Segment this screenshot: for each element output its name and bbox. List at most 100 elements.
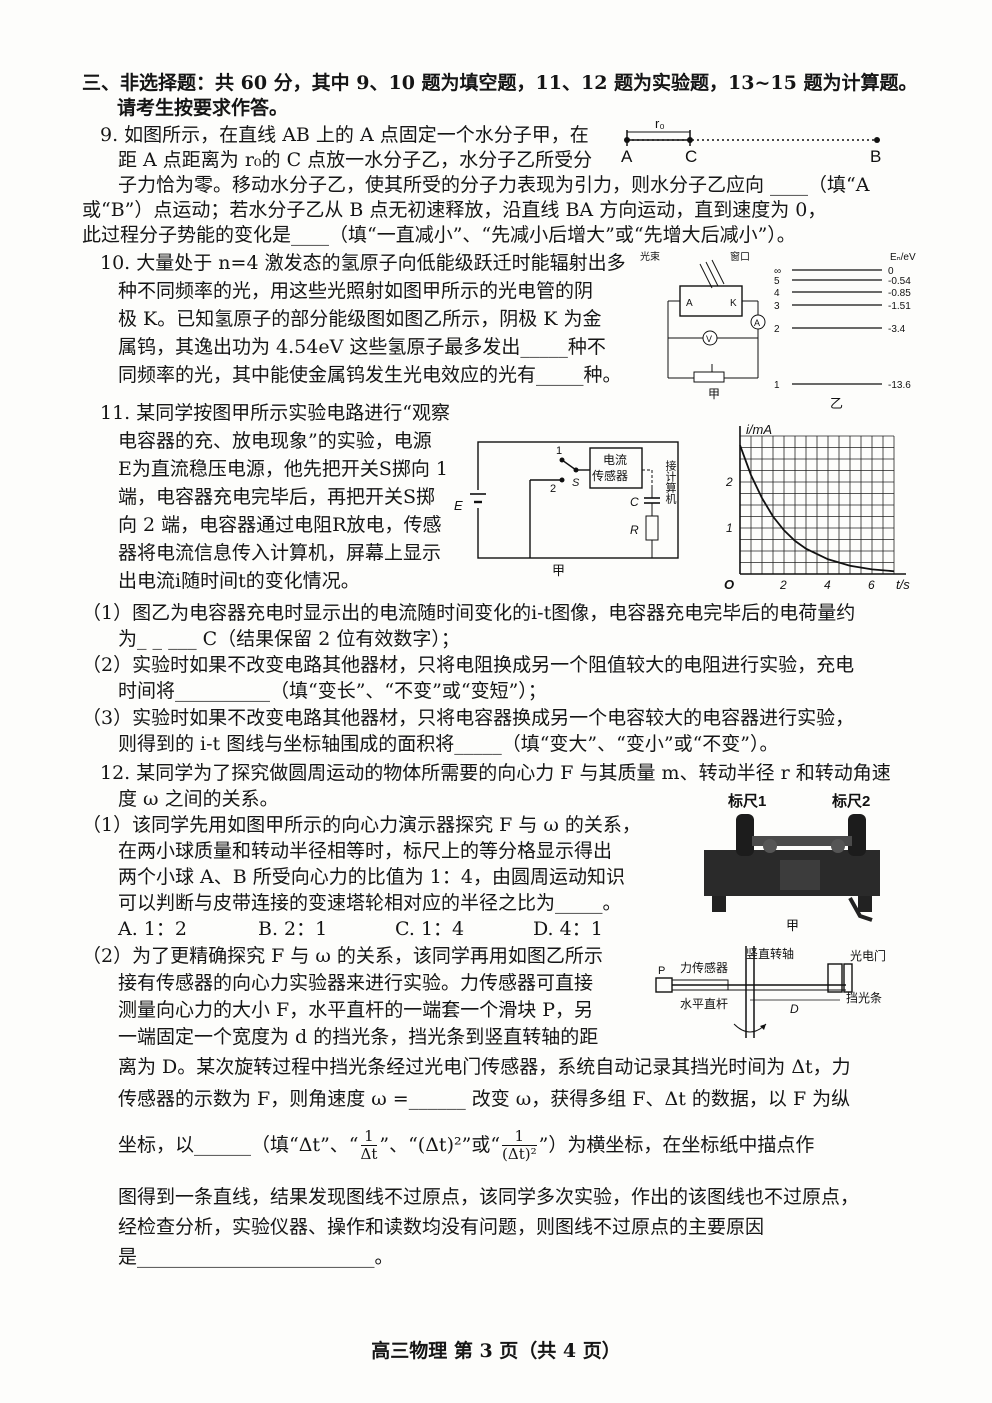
q10-fig-jia-caption: 甲 bbox=[708, 387, 720, 401]
q11-sub2-line-b: 时间将__________（填“变长”、“不变”或“变短”）； bbox=[118, 680, 547, 702]
q12-slider-label: P bbox=[658, 965, 665, 977]
q9-line-4: 或“B”）点运动；若水分子乙从 B 点无初速释放，沿直线 BA 方向运动，直到速… bbox=[82, 199, 827, 221]
q12-option-c: C. 1：4 bbox=[395, 918, 465, 940]
q12-frac1-den: Δt bbox=[360, 1145, 378, 1164]
q12-p2-end-line-3: 是_________________________。 bbox=[118, 1246, 394, 1268]
q10-line-4: 属钨，其逸出功为 4.54eV 这些氢原子最多发出_____种不 bbox=[118, 336, 606, 358]
q11-sub2-line-a: （2）实验时如果不改变电路其他器材，只将电阻换成另一个阻值较大的电阻进行实验，充… bbox=[82, 654, 855, 676]
q11-line-4: 端，电容器充电完毕后，再把开关S掷 bbox=[118, 486, 436, 508]
q12-figure-sensor-apparatus: 竖直转轴 力传感器 P 水平直杆 D 光电门 挡光条 bbox=[655, 946, 886, 1038]
q12-p2-line-1: （2）为了更精确探究 F 与 ω 的关系，该同学再用如图乙所示 bbox=[82, 945, 603, 967]
section-heading: 三、非选择题：共 60 分，其中 9、10 题为填空题，11、12 题为实验题，… bbox=[82, 72, 918, 94]
q9-line-2: 距 A 点距离为 r₀的 C 点放一水分子乙，水分子乙所受分 bbox=[118, 149, 593, 171]
q12-line-2: 度 ω 之间的关系。 bbox=[118, 788, 279, 810]
q12-ruler1-label: 标尺1 bbox=[727, 792, 766, 810]
q12-p2-line-6: 传感器的示数为 F，则角速度 ω =______ 改变 ω，获得多组 F、Δt … bbox=[118, 1088, 851, 1110]
q12-line-1: 12. 某同学为了探究做圆周运动的物体所需要的向心力 F 与其质量 m、转动半径… bbox=[100, 762, 891, 784]
q10-figure-energy-levels: Eₙ/eV ∞05-0.544-0.853-1.512-3.41-13.6 乙 bbox=[774, 252, 916, 411]
q10-anode-label: A bbox=[686, 298, 693, 309]
q9-figure-molecules-line: r₀ A C B bbox=[621, 116, 881, 166]
q12-coord-text-a: 坐标，以______（填“Δt”、“ bbox=[118, 1133, 359, 1156]
q12-force-label: 力传感器 bbox=[680, 960, 728, 975]
x-axis-label: t/s bbox=[896, 577, 910, 592]
q10-line-2: 种不同频率的光，用这些光照射如图甲所示的光电管的阴 bbox=[118, 280, 594, 302]
q11-sub3-line-b: 则得到的 i-t 图线与坐标轴围成的面积将_____（填“变大”、“变小”或“不… bbox=[118, 733, 779, 755]
q10-voltmeter-label: V bbox=[706, 334, 712, 344]
q11-figure-rc-circuit: E 1 2 S 电流 传感器 接计算机 C R 甲 bbox=[454, 441, 679, 578]
q9-line-3: 子力恰为零。移动水分子乙，使其所受的分子力表现为引力，则水分子乙应向 ____（… bbox=[118, 174, 870, 196]
q9-line-5: 此过程分子势能的变化是____（填“一直减小”、“先减小后增大”或“先增大后减小… bbox=[82, 224, 796, 246]
q12-gate-label: 光电门 bbox=[850, 948, 886, 963]
q9-label-A: A bbox=[621, 147, 633, 166]
q12-coord-text-c: ”）为横坐标，在坐标纸中描点作 bbox=[538, 1133, 815, 1156]
origin-label: O bbox=[724, 577, 734, 592]
energy-level-value: -1.51 bbox=[888, 301, 911, 312]
section-instruction: 请考生按要求作答。 bbox=[117, 97, 289, 119]
q12-option-b: B. 2：1 bbox=[258, 918, 328, 940]
x-tick-label: 6 bbox=[868, 578, 875, 592]
q11-sub1-line-b: 为_ _ ___ C（结果保留 2 位有效数字）； bbox=[118, 628, 460, 650]
q9-label-B: B bbox=[870, 147, 881, 166]
q10-window-label: 窗口 bbox=[730, 250, 750, 263]
q11-sub3-line-a: （3）实验时如果不改变电路其他器材，只将电容器换成另一个电容较大的电容器进行实验… bbox=[82, 707, 855, 729]
q12-p1-line-2: 在两小球质量和转动半径相等时，标尺上的等分格显示得出 bbox=[118, 840, 613, 862]
q11-line-3: E为直流稳压电源，他先把开关S掷向 1 bbox=[118, 458, 449, 480]
q11-line-2: 电容器的充、放电现象”的实验，电源 bbox=[118, 430, 432, 452]
q12-distance-label: D bbox=[790, 1002, 799, 1016]
energy-level-value: -13.6 bbox=[888, 380, 911, 391]
q9-label-C: C bbox=[685, 147, 697, 166]
energy-level-value: -0.85 bbox=[888, 288, 911, 299]
q11-line-7: 出电流i随时间t的变化情况。 bbox=[118, 570, 360, 592]
x-tick-label: 4 bbox=[824, 578, 831, 592]
q9-label-r0: r₀ bbox=[655, 116, 665, 131]
energy-level-n: 3 bbox=[774, 301, 780, 312]
q11-sensor-label-1: 电流 bbox=[603, 453, 627, 467]
q12-fig-jia-caption: 甲 bbox=[786, 918, 799, 933]
y-axis-label: i/mA bbox=[746, 422, 772, 437]
y-tick-label: 2 bbox=[725, 475, 733, 489]
page-footer: 高三物理 第 3 页（共 4 页） bbox=[371, 1340, 621, 1362]
q11-line-1: 11. 某同学按图甲所示实验电路进行“观察 bbox=[100, 402, 450, 424]
q11-sub1-line-a: （1）图乙为电容器充电时显示出的电流随时间变化的i-t图像，电容器充电完毕后的电… bbox=[82, 602, 856, 624]
energy-level-n: 4 bbox=[774, 288, 780, 299]
q10-line-1: 10. 大量处于 n=4 激发态的氢原子向低能级跃迁时能辐射出多 bbox=[100, 252, 626, 274]
q12-frac2-den: (Δt)² bbox=[502, 1145, 537, 1164]
q12-p1-line-3: 两个小球 A、B 所受向心力的比值为 1：4，由圆周运动知识 bbox=[118, 866, 625, 888]
q12-p2-line-5: 离为 D。某次旋转过程中挡光条经过光电门传感器，系统自动记录其挡光时间为 Δt，… bbox=[118, 1056, 851, 1078]
q11-line-6: 器将电流信息传入计算机，屏幕上显示 bbox=[118, 542, 442, 564]
q10-energy-unit: Eₙ/eV bbox=[890, 252, 916, 263]
x-tick-label: 2 bbox=[779, 578, 787, 592]
q12-rod-label: 水平直杆 bbox=[680, 997, 728, 1011]
q12-p2-line-4: 一端固定一个宽度为 d 的挡光条，挡光条到竖直转轴的距 bbox=[118, 1026, 599, 1048]
q9-line-1: 9. 如图所示，在直线 AB 上的 A 点固定一个水分子甲，在 bbox=[100, 124, 589, 146]
energy-level-value: -3.4 bbox=[888, 324, 906, 335]
q10-figure-photocell-circuit: 光束 窗口 A K A V 甲 bbox=[640, 250, 766, 401]
energy-level-n: 2 bbox=[774, 324, 780, 335]
energy-level-value: 0 bbox=[888, 266, 894, 277]
q10-cathode-label: K bbox=[730, 298, 737, 309]
q10-ammeter-label: A bbox=[754, 318, 760, 328]
q11-switch-1: 1 bbox=[556, 445, 562, 457]
q11-switch-2: 2 bbox=[550, 483, 556, 495]
q12-axis-label: 竖直转轴 bbox=[746, 946, 794, 961]
q11-source-label: E bbox=[454, 498, 463, 513]
q12-option-a: A. 1：2 bbox=[118, 918, 187, 940]
q12-coord-text-b: ”、“(Δt)²”或“ bbox=[379, 1133, 501, 1156]
q12-frac2-num: 1 bbox=[502, 1127, 537, 1147]
q12-p2-line-3: 测量向心力的大小 F，水平直杆的一端套一个滑块 P，另 bbox=[118, 999, 594, 1021]
energy-level-value: -0.54 bbox=[888, 276, 911, 287]
energy-level-n: ∞ bbox=[774, 266, 781, 277]
q12-p1-line-4: 可以判断与皮带连接的变速塔轮相对应的半径之比为_____。 bbox=[118, 892, 622, 914]
q11-sensor-label-2: 传感器 bbox=[592, 468, 628, 483]
energy-level-n: 1 bbox=[774, 380, 780, 391]
q11-computer-label: 接计算机 bbox=[664, 460, 677, 504]
current-decay-curve bbox=[739, 444, 895, 573]
q10-fig-yi-caption: 乙 bbox=[830, 396, 843, 411]
q12-option-d: D. 4：1 bbox=[533, 918, 603, 940]
q12-ruler2-label: 标尺2 bbox=[831, 792, 870, 810]
q12-p2-line-2: 接有传感器的向心力实验器来进行实验。力传感器可直接 bbox=[118, 972, 594, 994]
q11-line-5: 向 2 端，电容器通过电阻R放电，传感 bbox=[118, 514, 442, 536]
